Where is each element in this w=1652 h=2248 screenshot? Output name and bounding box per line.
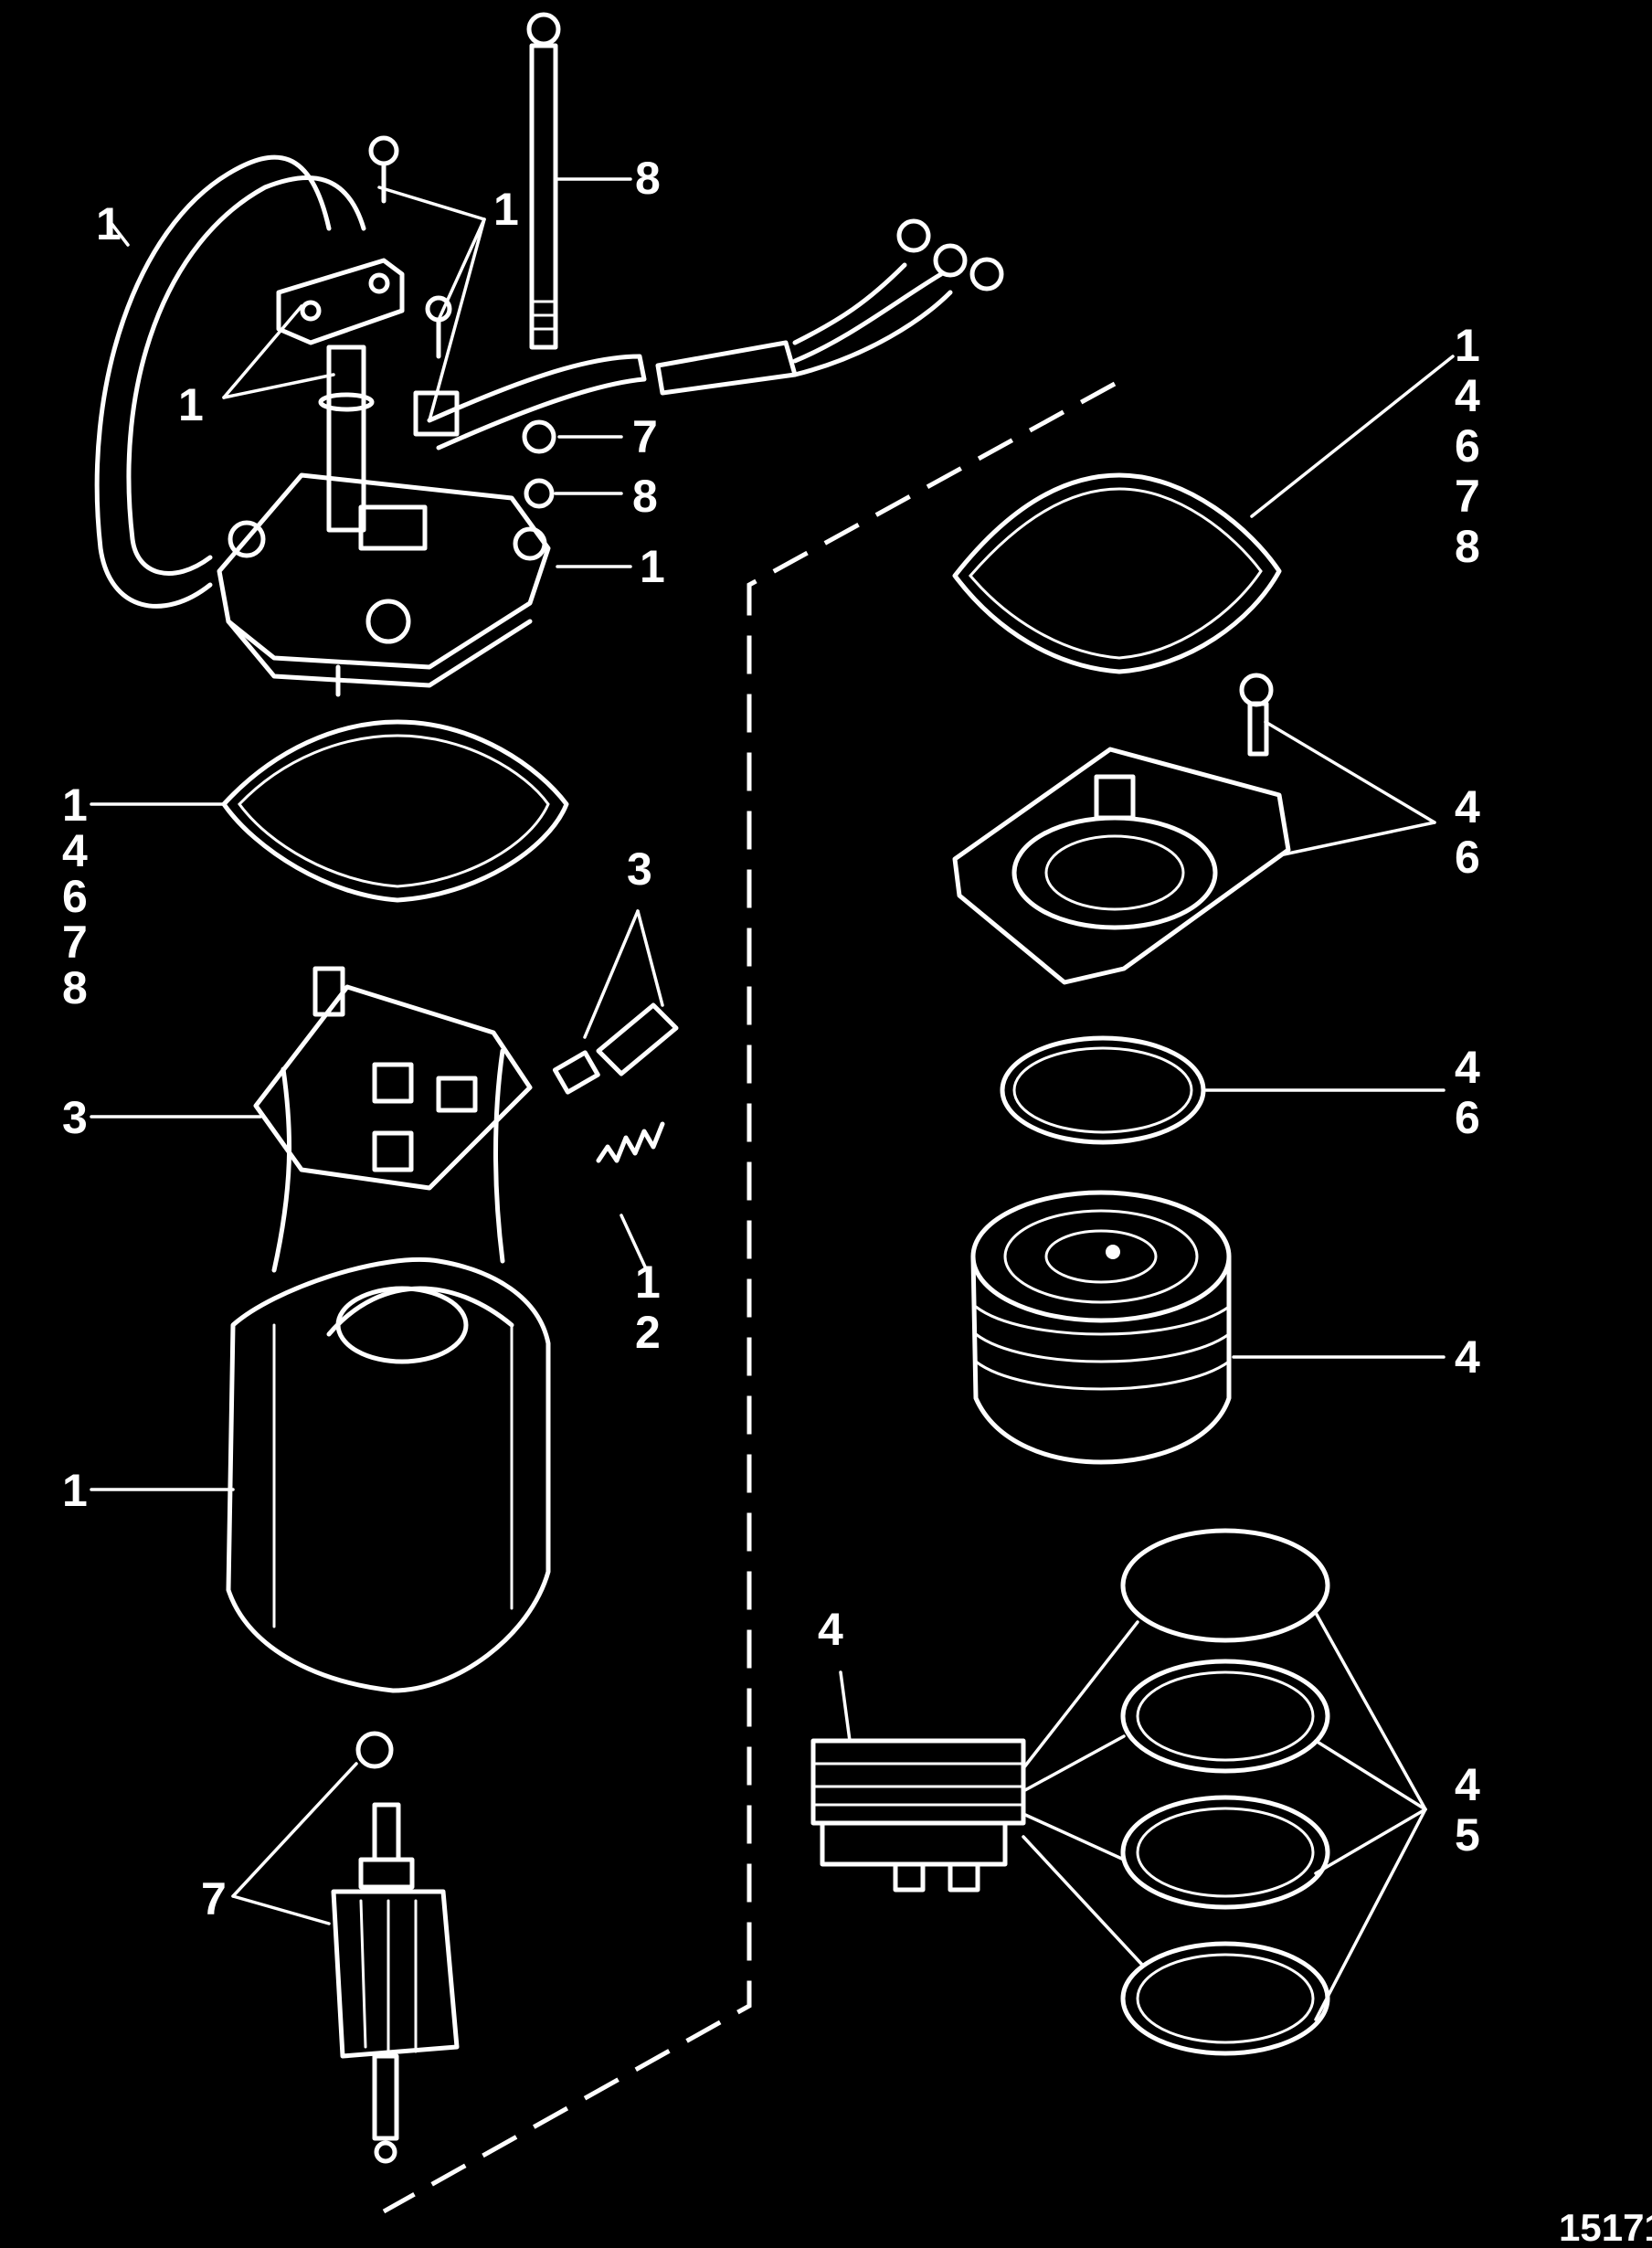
svg-text:7: 7 (1455, 471, 1480, 522)
callout-end-cap: 1 (640, 541, 665, 592)
armature (331, 1731, 460, 2164)
callout-cover-plate: 4 6 (1455, 781, 1480, 883)
seal-left (221, 719, 569, 903)
through-bolt (526, 12, 561, 350)
manifold-block (810, 1738, 1026, 1893)
callout-housing: 1 (62, 1465, 88, 1516)
svg-text:8: 8 (1455, 521, 1480, 572)
cable-loop (94, 154, 332, 609)
callout-through-bolt: 8 (635, 153, 661, 204)
figure-number: 15171 (1559, 2206, 1652, 2248)
cable-loop-inner (126, 175, 366, 576)
svg-text:4: 4 (62, 825, 88, 876)
motor-shaft (326, 345, 366, 533)
pump-body (970, 1190, 1232, 1465)
wire-harness (427, 354, 647, 451)
clamp-plate (276, 258, 405, 345)
brush-plate (253, 966, 533, 1273)
callout-o-ring-stack: 4 5 (1455, 1759, 1480, 1861)
svg-text:1: 1 (62, 779, 88, 831)
callout-plate-screws: 1 (178, 379, 204, 430)
callout-washer-7: 7 (632, 411, 658, 462)
o-ring (1000, 1035, 1206, 1145)
svg-text:4: 4 (1455, 370, 1480, 421)
svg-text:6: 6 (1455, 832, 1480, 883)
top-screw-1 (368, 135, 399, 204)
svg-text:6: 6 (1455, 420, 1480, 472)
callout-washer-8: 8 (632, 471, 658, 522)
o-ring-stack (1120, 1528, 1330, 2056)
callout-o-ring: 4 6 (1455, 1042, 1480, 1143)
callout-top-screws: 1 (493, 184, 519, 235)
separator-dashed-line (382, 381, 1117, 2214)
motor-end-cap (217, 472, 551, 697)
washer-8 (524, 478, 555, 509)
svg-text:4: 4 (1455, 781, 1480, 832)
svg-text:4: 4 (1455, 1042, 1480, 1093)
svg-text:5: 5 (1455, 1809, 1480, 1861)
callout-brush-plate: 3 (62, 1092, 88, 1143)
callout-pump-body: 4 (1455, 1331, 1480, 1383)
callout-cable: 1 (96, 198, 122, 249)
callout-armature: 7 (201, 1873, 227, 1925)
callout-seal-left: 1 4 6 7 8 (62, 779, 88, 1013)
seal-right (952, 472, 1282, 674)
svg-text:1: 1 (635, 1257, 661, 1308)
svg-text:6: 6 (62, 871, 88, 922)
motor-housing (226, 1257, 551, 1693)
washer-7 (522, 419, 556, 454)
brush-pieces (552, 1002, 679, 1095)
svg-text:7: 7 (62, 917, 88, 968)
svg-text:1: 1 (1455, 320, 1480, 371)
svg-text:2: 2 (635, 1307, 661, 1358)
brush-spring (596, 1121, 665, 1163)
svg-text:6: 6 (1455, 1092, 1480, 1143)
callout-manifold: 4 (818, 1604, 843, 1655)
cover-screw (1239, 673, 1274, 757)
svg-text:4: 4 (1455, 1759, 1480, 1810)
callout-brush-pieces: 3 (627, 843, 652, 895)
callout-seal-right: 1 4 6 7 8 (1455, 320, 1480, 572)
callout-spring: 1 2 (635, 1257, 661, 1358)
cover-plate (952, 747, 1291, 985)
svg-text:8: 8 (62, 962, 88, 1013)
